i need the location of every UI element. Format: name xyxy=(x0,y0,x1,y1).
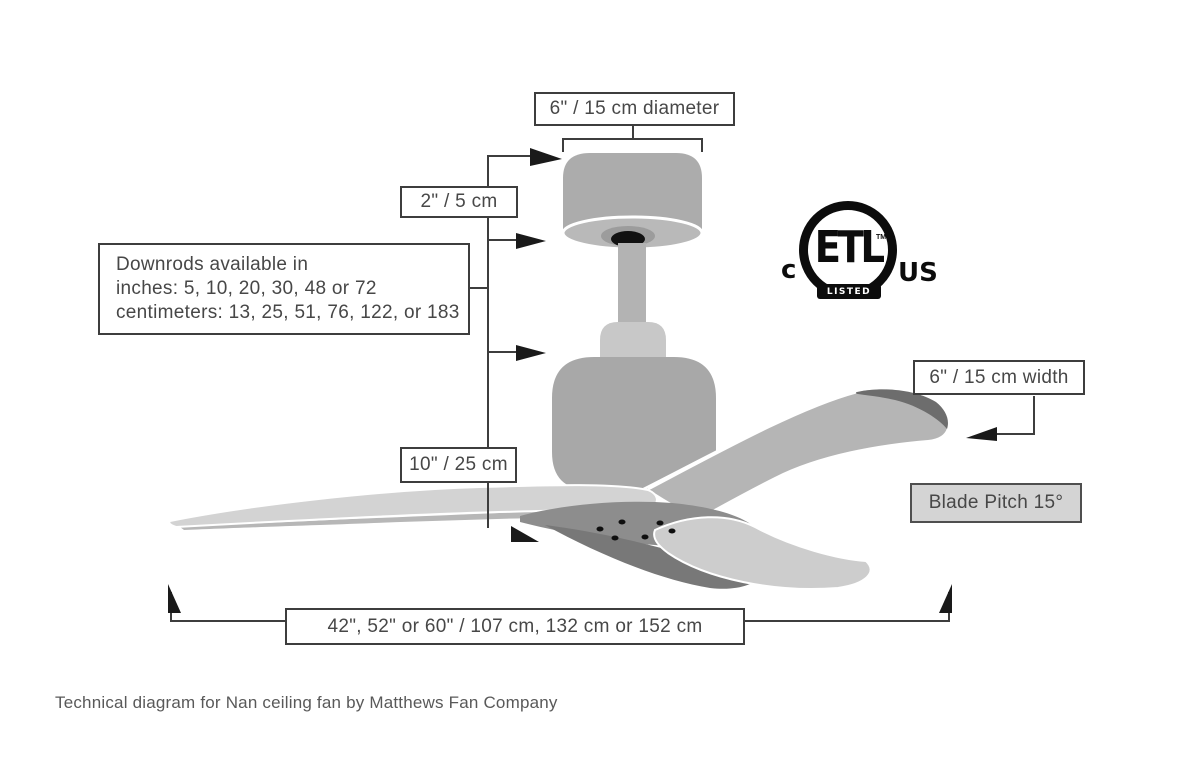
etl-letters: ETL xyxy=(814,222,886,273)
downrod xyxy=(618,243,646,328)
ceiling-canopy xyxy=(561,153,704,251)
etl-us-mark: US xyxy=(898,258,938,288)
arrow-canopy-top xyxy=(530,148,562,166)
diagram-caption: Technical diagram for Nan ceiling fan by… xyxy=(55,693,558,712)
etl-canada-mark: c xyxy=(781,255,797,285)
ceiling-fan-drawing xyxy=(168,153,950,590)
motor-height-label: 10" / 25 cm xyxy=(400,447,517,483)
blade-span-text: 42", 52" or 60" / 107 cm, 132 cm or 152 … xyxy=(327,615,703,637)
arrow-span-right xyxy=(939,584,952,613)
arrow-motor-bottom xyxy=(511,526,539,542)
blade-width-text: 6" / 15 cm width xyxy=(929,366,1069,388)
canopy-height-text: 2" / 5 cm xyxy=(420,191,498,212)
blade-width-label: 6" / 15 cm width xyxy=(913,360,1085,395)
blade-span-label: 42", 52" or 60" / 107 cm, 132 cm or 152 … xyxy=(285,608,745,645)
arrow-span-left xyxy=(168,584,181,613)
etl-ring-icon: ETL xyxy=(799,201,897,299)
dimension-arrowheads xyxy=(168,148,997,613)
downrod-coupler xyxy=(600,322,666,360)
arrow-downrod xyxy=(516,345,546,361)
etl-tm-mark: TM xyxy=(876,234,887,241)
blade-bottom xyxy=(653,516,872,590)
blade-width-connector xyxy=(995,396,1035,435)
canopy-diameter-text: 6" / 15 cm diameter xyxy=(549,98,720,119)
blade-right xyxy=(643,387,950,521)
downrods-line2: inches: 5, 10, 20, 30, 48 or 72 xyxy=(116,278,377,299)
arrow-ball-joint xyxy=(516,233,546,249)
canopy-diameter-label: 6" / 15 cm diameter xyxy=(534,92,735,126)
blade-pitch-text: Blade Pitch 15° xyxy=(928,492,1064,513)
hub-screws xyxy=(596,519,676,541)
downrods-line3: centimeters: 13, 25, 51, 76, 122, or 183 xyxy=(116,302,460,323)
blade-pitch-label: Blade Pitch 15° xyxy=(910,483,1082,523)
downrods-label: Downrods available in inches: 5, 10, 20,… xyxy=(98,243,470,335)
downrods-line1: Downrods available in xyxy=(116,254,309,275)
diameter-bracket xyxy=(562,126,703,152)
motor-housing xyxy=(552,357,716,490)
canopy-height-label: 2" / 5 cm xyxy=(400,186,518,218)
etl-listed-banner: LISTED xyxy=(817,284,881,299)
arrow-blade-width xyxy=(966,427,997,441)
blade-tip-band xyxy=(852,389,948,429)
motor-height-text: 10" / 25 cm xyxy=(409,454,508,475)
